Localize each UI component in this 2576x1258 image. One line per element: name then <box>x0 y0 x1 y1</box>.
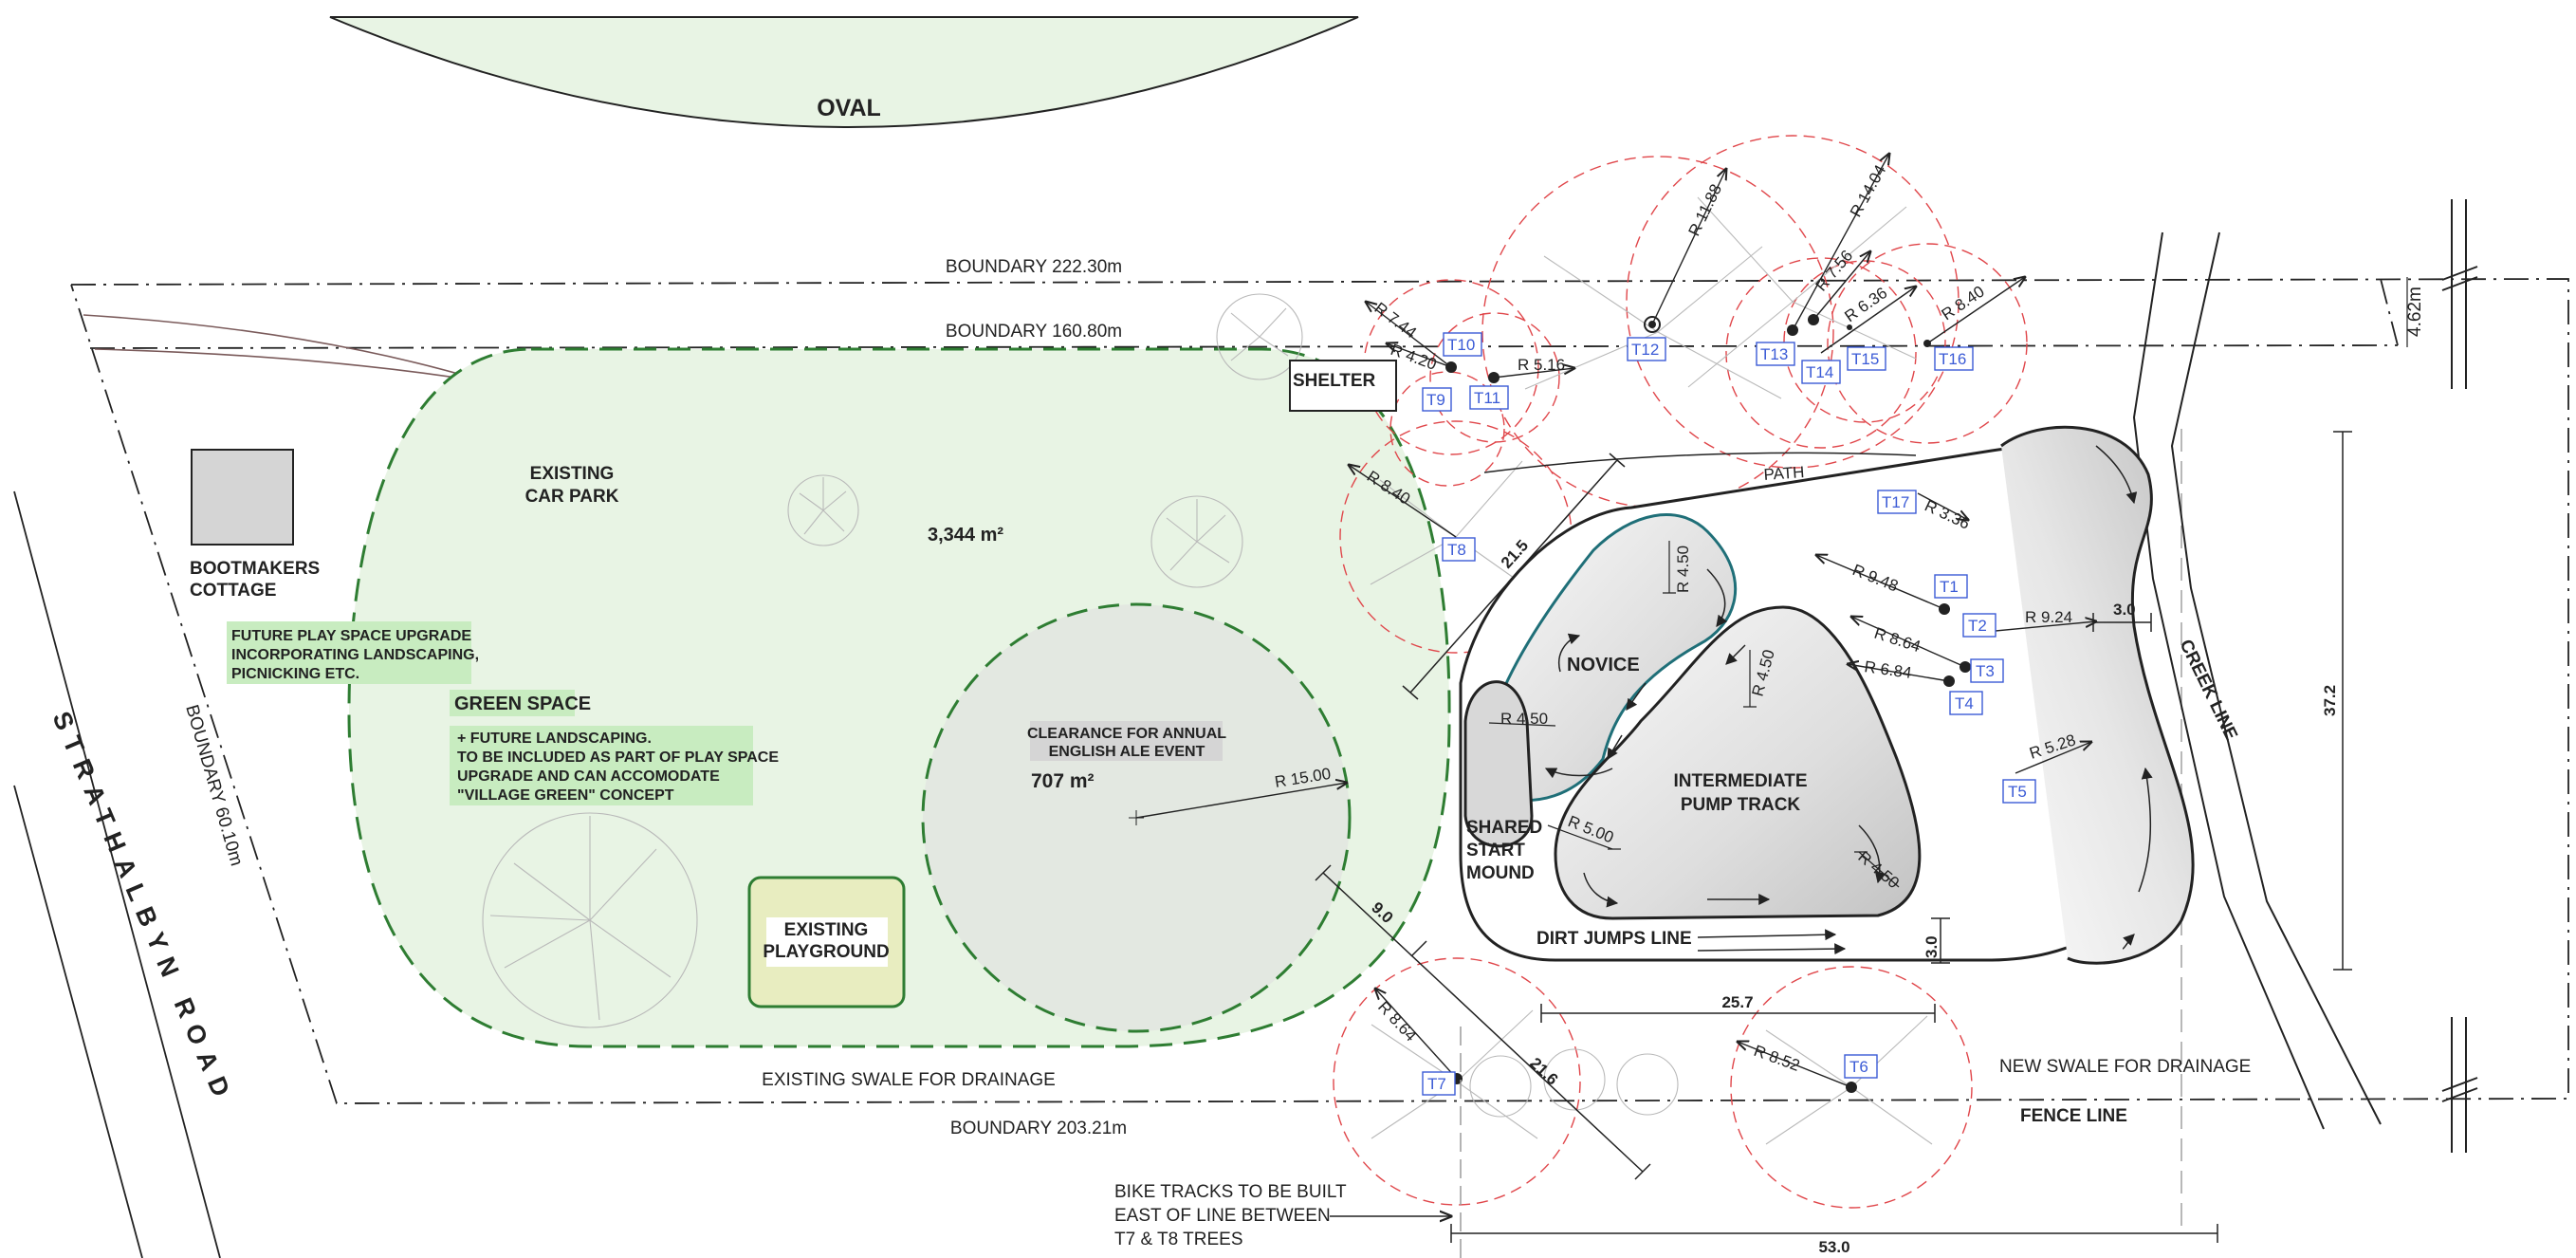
tree-T12: R 11.88 T12 <box>1627 169 1726 361</box>
svg-text:T5: T5 <box>2008 783 2027 801</box>
radius-novice-top: R 4.50 <box>1674 546 1692 593</box>
svg-text:EXISTING: EXISTING <box>784 920 869 940</box>
svg-text:T16: T16 <box>1939 350 1966 368</box>
start-mound-label: SHARED <box>1466 818 1542 838</box>
boundary-left-label: BOUNDARY 60.10m <box>181 703 247 869</box>
svg-text:CAR PARK: CAR PARK <box>525 487 619 507</box>
svg-text:T7: T7 <box>1427 1075 1446 1093</box>
svg-text:R 11.88: R 11.88 <box>1685 181 1726 239</box>
creek-line: CREEK LINE <box>2132 231 2382 1130</box>
svg-text:T4: T4 <box>1955 694 1974 712</box>
dim-21-6: 21.6 <box>1526 1054 1561 1088</box>
svg-text:T15: T15 <box>1851 350 1879 368</box>
svg-text:R 9.24: R 9.24 <box>2025 608 2072 626</box>
svg-text:T17: T17 <box>1882 493 1909 511</box>
svg-text:R 5.16: R 5.16 <box>1518 356 1565 374</box>
svg-text:GREEN SPACE: GREEN SPACE <box>454 694 591 714</box>
dim-53-0: 53.0 <box>1818 1238 1849 1256</box>
tree-T16: R 8.40 T16 <box>1923 277 2025 371</box>
track-radii <box>1488 541 1900 888</box>
new-swale-label: NEW SWALE FOR DRAINAGE <box>1999 1057 2251 1077</box>
svg-text:T13: T13 <box>1760 345 1788 363</box>
oval: OVAL <box>329 16 1359 128</box>
car-park-label: EXISTING <box>530 464 615 484</box>
tree-T7: R 8.64 T7 <box>1374 989 1463 1096</box>
dimension-lines <box>1315 431 2352 1258</box>
svg-text:T7 & T8 TREES: T7 & T8 TREES <box>1114 1230 1243 1249</box>
svg-text:ENGLISH ALE EVENT: ENGLISH ALE EVENT <box>1049 744 1205 760</box>
svg-text:"VILLAGE GREEN" CONCEPT: "VILLAGE GREEN" CONCEPT <box>457 787 674 804</box>
pump-track-label: INTERMEDIATE <box>1673 771 1807 791</box>
svg-text:INCORPORATING LANDSCAPING,: INCORPORATING LANDSCAPING, <box>231 647 479 663</box>
boundary-top-label: BOUNDARY 222.30m <box>946 257 1122 277</box>
svg-text:PICNICKING ETC.: PICNICKING ETC. <box>231 666 359 682</box>
tree-T13: R 14.04 T13 <box>1756 154 1889 366</box>
svg-text:SHELTER: SHELTER <box>1293 371 1376 391</box>
svg-text:T8: T8 <box>1447 541 1466 559</box>
tree-T11: R 5.16 T11 <box>1469 356 1574 410</box>
svg-text:R 6.36: R 6.36 <box>1841 284 1890 325</box>
svg-text:PUMP TRACK: PUMP TRACK <box>1681 795 1801 815</box>
tree-T2: R 9.24 T2 <box>1962 608 2096 638</box>
shelter: SHELTER <box>1289 360 1397 412</box>
svg-text:T14: T14 <box>1806 363 1833 381</box>
green-area-label: 3,344 m² <box>928 525 1003 546</box>
strathalbyn-road: STRATHALBYN ROAD <box>13 490 239 1258</box>
bootmakers-cottage: BOOTMAKERS COTTAGE <box>190 449 320 601</box>
svg-text:FUTURE PLAY SPACE UPGRADE: FUTURE PLAY SPACE UPGRADE <box>231 628 471 644</box>
svg-text:UPGRADE AND CAN ACCOMODATE: UPGRADE AND CAN ACCOMODATE <box>457 768 720 785</box>
svg-text:R 7.44: R 7.44 <box>1371 299 1420 342</box>
tree-T6: R 8.52 T6 <box>1738 1042 1878 1093</box>
svg-text:T11: T11 <box>1474 389 1500 407</box>
svg-text:BIKE TRACKS TO BE BUILT: BIKE TRACKS TO BE BUILT <box>1114 1182 1347 1202</box>
svg-text:START: START <box>1466 841 1525 860</box>
svg-text:CREEK LINE: CREEK LINE <box>2176 637 2241 744</box>
svg-text:EAST OF LINE BETWEEN: EAST OF LINE BETWEEN <box>1114 1206 1331 1226</box>
svg-text:T9: T9 <box>1426 391 1445 409</box>
clearance-area: CLEARANCE FOR ANNUAL ENGLISH ALE EVENT 7… <box>921 602 1352 1033</box>
dim-3-0-right: 3.0 <box>2113 601 2136 619</box>
svg-text:CLEARANCE FOR ANNUAL: CLEARANCE FOR ANNUAL <box>1027 726 1226 742</box>
tree-T15: R 6.36 T15 <box>1820 284 1916 371</box>
site-boundary <box>70 278 2569 1104</box>
oval-label: OVAL <box>817 95 881 121</box>
future-play-note: FUTURE PLAY SPACE UPGRADE INCORPORATING … <box>227 621 479 684</box>
dim-25-7: 25.7 <box>1721 993 1753 1011</box>
svg-text:+ FUTURE LANDSCAPING.: + FUTURE LANDSCAPING. <box>457 731 652 747</box>
break-lines <box>2441 199 2478 1153</box>
bike-tracks-note: BIKE TRACKS TO BE BUILT EAST OF LINE BET… <box>1114 1182 1347 1249</box>
svg-text:R 8.64: R 8.64 <box>1374 998 1420 1045</box>
svg-text:T12: T12 <box>1631 341 1659 359</box>
boundary-inner-label: BOUNDARY 160.80m <box>946 322 1122 342</box>
svg-text:R 14.04: R 14.04 <box>1847 162 1889 220</box>
svg-text:COTTAGE: COTTAGE <box>190 581 276 601</box>
dim-3-0-bottom: 3.0 <box>1923 935 1941 958</box>
existing-swale-label: EXISTING SWALE FOR DRAINAGE <box>762 1070 1056 1090</box>
green-space-note: GREEN SPACE + FUTURE LANDSCAPING. TO BE … <box>450 690 779 805</box>
novice-label: NOVICE <box>1567 655 1640 675</box>
decorative-trees <box>482 293 1303 1028</box>
svg-text:707 m²: 707 m² <box>1031 770 1095 792</box>
dirt-jumps-label: DIRT JUMPS LINE <box>1536 929 1692 949</box>
radius-novice-left: R 4.50 <box>1500 710 1548 728</box>
svg-text:R 8.40: R 8.40 <box>1939 283 1988 324</box>
svg-text:R 8.52: R 8.52 <box>1752 1042 1803 1075</box>
svg-text:T1: T1 <box>1940 578 1959 596</box>
svg-text:T2: T2 <box>1968 617 1987 635</box>
right-offset-label: 4.62m <box>2405 287 2425 337</box>
boundary-bottom-label: BOUNDARY 203.21m <box>950 1119 1127 1138</box>
svg-text:TO BE INCLUDED AS PART OF PLAY: TO BE INCLUDED AS PART OF PLAY SPACE <box>457 749 779 766</box>
dim-37-2: 37.2 <box>2321 685 2339 716</box>
existing-playground: EXISTING PLAYGROUND <box>747 876 906 1008</box>
svg-text:T6: T6 <box>1849 1058 1868 1076</box>
svg-text:PATH: PATH <box>1763 463 1805 484</box>
svg-text:T3: T3 <box>1976 662 1995 680</box>
fence-line-label: FENCE LINE <box>2020 1106 2127 1126</box>
svg-text:T10: T10 <box>1447 336 1475 354</box>
svg-text:PLAYGROUND: PLAYGROUND <box>763 942 889 962</box>
bike-track-area: PATH NOVICE INTERMEDIATE PUMP TRACK SHAR… <box>1459 425 2195 965</box>
svg-text:BOOTMAKERS: BOOTMAKERS <box>190 559 320 579</box>
svg-text:MOUND: MOUND <box>1466 863 1535 883</box>
